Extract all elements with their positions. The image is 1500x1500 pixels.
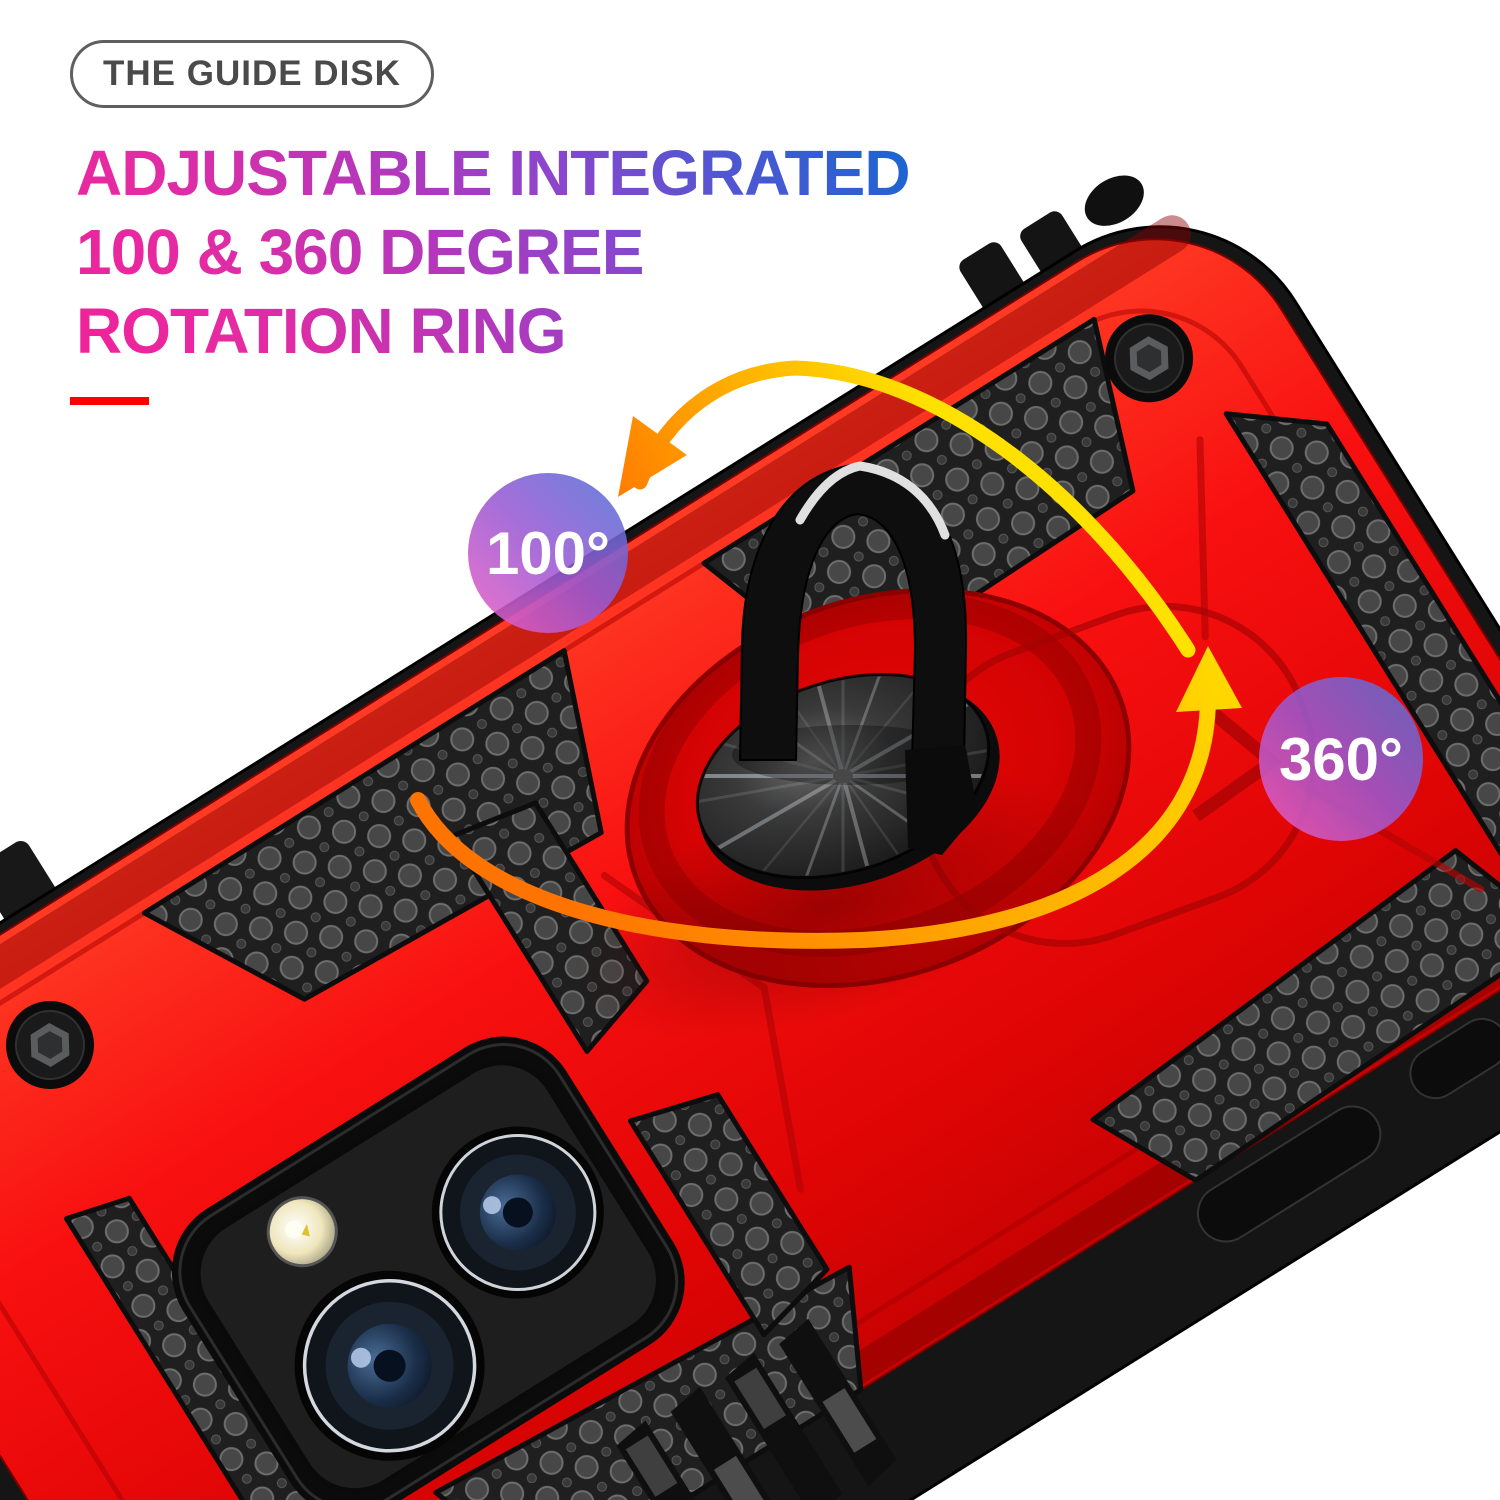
- camera-module: [171, 1036, 685, 1500]
- honeycomb-strip: [141, 648, 604, 1002]
- ring-kickstand: [732, 461, 978, 855]
- callout-100-label: 100°: [486, 520, 610, 587]
- guide-disk-badge-label: THE GUIDE DISK: [103, 54, 401, 93]
- corner-screw: [1105, 314, 1194, 403]
- honeycomb-strip: [1223, 411, 1500, 858]
- rotation-arrow-360: [410, 646, 1242, 949]
- arrowhead: [618, 416, 687, 497]
- honeycomb-strip: [627, 1092, 830, 1338]
- side-buttons: [1196, 1017, 1500, 1243]
- ring-hinge: [905, 745, 978, 855]
- corner-screw: [6, 1001, 94, 1089]
- arrowhead: [1176, 646, 1242, 712]
- disc-drop-shadow: [570, 771, 1090, 1039]
- disc-hub: [833, 769, 853, 783]
- honeycomb-strip: [1090, 848, 1500, 1183]
- honeycomb-strip: [64, 1195, 327, 1500]
- top-edge-bevel: [0, 215, 1191, 1082]
- ring-arch: [738, 462, 968, 763]
- side-button: [1409, 1017, 1500, 1100]
- accent-bar: [70, 397, 149, 405]
- rotation-arrow-100: [618, 360, 1196, 658]
- callout-360-degree: 360°: [1259, 677, 1423, 841]
- ring-highlight: [795, 461, 950, 540]
- guide-disk-badge: THE GUIDE DISK: [70, 40, 434, 108]
- callout-100-degree: 100°: [468, 473, 628, 633]
- speaker-grille: [616, 1318, 897, 1500]
- camera-lens: [431, 1126, 604, 1299]
- side-button: [1196, 1105, 1382, 1243]
- flash: [266, 1196, 338, 1268]
- callout-360-label: 360°: [1279, 726, 1403, 793]
- camera-lens: [294, 1270, 485, 1461]
